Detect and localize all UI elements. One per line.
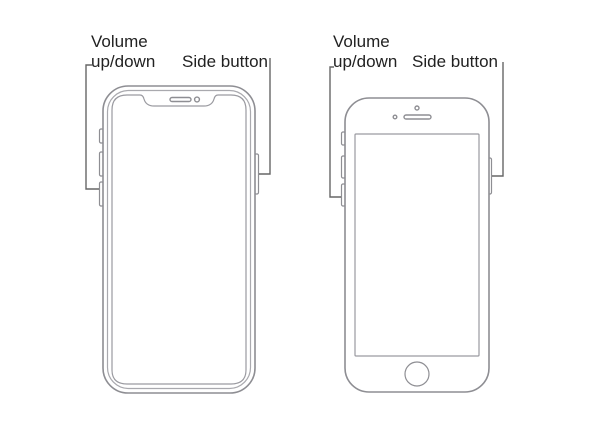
side-button-label-left: Side button xyxy=(182,52,268,71)
phone-home-button xyxy=(340,97,493,393)
volume-label-line2-left: up/down xyxy=(91,52,155,71)
side-button-label-right: Side button xyxy=(412,52,498,71)
front-camera-left xyxy=(193,96,201,103)
speaker-grille-left xyxy=(169,96,192,103)
volume-label-line1-left: Volume xyxy=(91,32,148,51)
volume-callout-line-left xyxy=(85,64,99,190)
side-button-callout-line-left xyxy=(259,58,271,175)
volume-label-line1-right: Volume xyxy=(333,32,390,51)
front-camera-right xyxy=(414,105,420,111)
phone-screen-right xyxy=(354,133,480,357)
phone-screen-left xyxy=(111,94,247,385)
volume-label-line2-right: up/down xyxy=(333,52,397,71)
speaker-grille-right xyxy=(403,114,432,120)
phone-face-id xyxy=(98,85,260,394)
proximity-sensor-right xyxy=(392,114,398,120)
side-button-callout-line-right xyxy=(492,62,504,177)
phone-bezel-left xyxy=(106,89,252,390)
home-button-right xyxy=(404,361,430,387)
volume-callout-line-right xyxy=(329,66,341,198)
